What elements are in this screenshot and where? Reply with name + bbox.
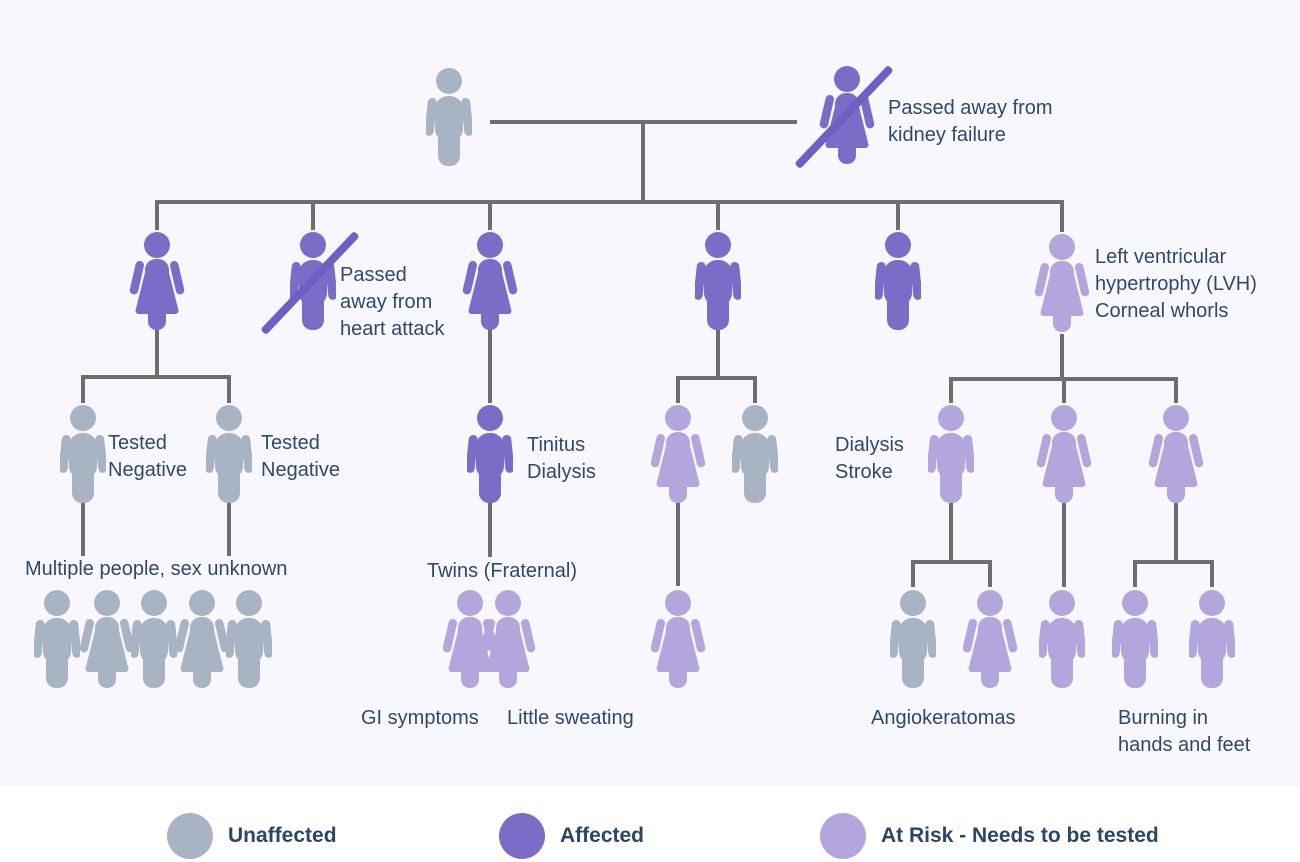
gen4-group-person-3	[131, 590, 177, 688]
legend-label-at-risk: At Risk - Needs to be tested	[881, 824, 1159, 847]
connector-line	[988, 562, 992, 587]
gen2-female-1	[128, 232, 186, 330]
connector-line	[911, 560, 992, 564]
gen4-male-right-2	[1189, 590, 1235, 688]
gen4-twin-2	[479, 590, 537, 688]
gen3-male-2	[206, 405, 252, 503]
gen4-female-at-risk	[961, 590, 1019, 688]
connector-line	[488, 202, 492, 230]
legend: Unaffected Affected At Risk - Needs to b…	[0, 787, 1300, 862]
connector-line	[1210, 562, 1214, 587]
connector-line	[676, 503, 680, 586]
label-angiokeratomas: Angiokeratomas	[871, 707, 1016, 729]
connector-line	[1062, 503, 1066, 587]
connector-line	[1133, 560, 1214, 564]
label-little-sweating: Little sweating	[507, 707, 634, 729]
connector-line	[753, 378, 757, 403]
legend-item-unaffected: Unaffected	[167, 813, 337, 859]
label-multiple-people: Multiple people, sex unknown	[25, 558, 288, 580]
connector-line	[155, 330, 159, 377]
connector-line	[716, 330, 720, 378]
label-burning: Burning in hands and feet	[1118, 707, 1251, 756]
connector-line	[1133, 562, 1137, 587]
label-dialysis-stroke: Dialysis Stroke	[835, 434, 904, 483]
connector-line	[641, 122, 645, 202]
connector-line	[1174, 503, 1178, 562]
label-tested-negative-1: Tested Negative	[108, 432, 187, 481]
connector-line	[227, 503, 231, 556]
connector-line	[676, 376, 757, 380]
gen2-male-4	[695, 232, 741, 330]
connector-line	[488, 330, 492, 403]
label-lvh-corneal: Left ventricular hypertrophy (LVH) Corne…	[1095, 246, 1257, 322]
gen4-group-person-5	[226, 590, 272, 688]
connector-line	[1060, 334, 1064, 379]
connector-line	[81, 503, 85, 556]
gen3-female-4	[649, 405, 707, 503]
gen1-male-unaffected	[426, 68, 472, 166]
legend-item-affected: Affected	[499, 813, 644, 859]
connector-line	[488, 503, 492, 557]
gen3-female-7	[1035, 405, 1093, 503]
at-risk-color-dot-icon	[820, 813, 866, 859]
gen3-male-3	[467, 405, 513, 503]
label-twins-fraternal: Twins (Fraternal)	[427, 560, 578, 582]
connector-line	[1062, 379, 1066, 403]
label-passed-kidney: Passed away from kidney failure	[888, 97, 1053, 146]
label-tested-negative-2: Tested Negative	[261, 432, 340, 481]
gen1-female-deceased	[794, 64, 894, 170]
connector-line	[949, 379, 953, 403]
legend-label-affected: Affected	[560, 824, 645, 847]
gen2-male-5	[875, 232, 921, 330]
unaffected-color-dot-icon	[167, 813, 213, 859]
gen3-male-1	[60, 405, 106, 503]
gen2-male-2-deceased	[260, 230, 360, 336]
connector-line	[81, 375, 231, 379]
legend-item-at-risk: At Risk - Needs to be tested	[820, 813, 1159, 859]
connector-line	[81, 377, 85, 403]
label-tinitus-dialysis: Tinitus Dialysis	[527, 434, 596, 483]
label-gi-symptoms: GI symptoms	[361, 707, 479, 729]
affected-color-dot-icon	[499, 813, 545, 859]
gen3-male-5	[732, 405, 778, 503]
connector-line	[227, 377, 231, 403]
gen4-male-middle	[1039, 590, 1085, 688]
gen2-female-6	[1033, 234, 1091, 332]
connector-line	[1060, 202, 1064, 232]
gen4-male-unaffected	[890, 590, 936, 688]
label-passed-heart: Passed away from heart attack	[340, 264, 445, 340]
gen2-female-3	[461, 232, 519, 330]
connector-line	[949, 503, 953, 562]
gen3-male-6	[928, 405, 974, 503]
gen4-group-person-1	[34, 590, 80, 688]
connector-line	[311, 202, 315, 230]
gen4-group-person-2	[78, 590, 136, 688]
connector-line	[911, 562, 915, 587]
legend-label-unaffected: Unaffected	[228, 824, 337, 847]
connector-line	[896, 202, 900, 230]
connector-line	[716, 202, 720, 230]
connector-line	[1174, 379, 1178, 403]
gen4-male-right-1	[1112, 590, 1158, 688]
connector-line	[155, 200, 1064, 204]
gen3-female-8	[1147, 405, 1205, 503]
connector-line	[155, 202, 159, 230]
connector-line	[676, 378, 680, 403]
gen4-female-single	[649, 590, 707, 688]
